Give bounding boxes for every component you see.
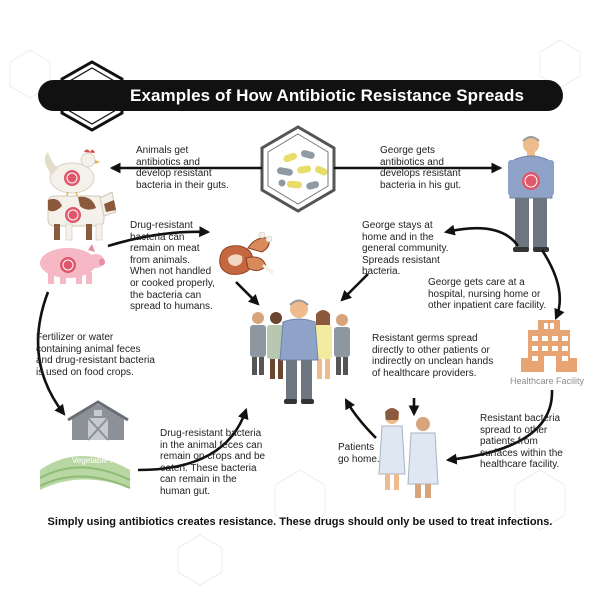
arrow-farm-to-people <box>137 407 249 472</box>
flow-arrows <box>36 162 565 472</box>
pig-icon <box>40 244 105 284</box>
step-fertilizer-water: Fertilizer or water containing animal fe… <box>36 332 155 378</box>
arrow-george-to-home <box>443 224 520 247</box>
arrow-home-to-people <box>340 273 369 302</box>
george-figure <box>508 136 554 252</box>
page-title: Examples of How Antibiotic Resistance Sp… <box>130 86 525 105</box>
step-animals-get-antibiotics: Animals get antibiotics and develop resi… <box>136 145 229 191</box>
footer-message: Simply using antibiotics creates resista… <box>47 516 553 528</box>
arrow-animals-to-farm <box>36 291 66 416</box>
vegetable-farm-label: Vegetable Farm <box>72 456 129 465</box>
pills-hexagon-icon <box>260 125 336 213</box>
people-group <box>250 299 350 404</box>
background-hexagons <box>9 39 581 586</box>
arrow-patients-to-people <box>344 398 377 439</box>
step-crops-bacteria: Drug-resistant bacteria in the animal fe… <box>160 428 266 497</box>
vegetable-farm-icon <box>39 400 131 490</box>
arrow-meat-to-people <box>235 281 260 306</box>
arrow-george-to-facility <box>540 249 565 321</box>
patients-icon <box>378 408 439 498</box>
meat-icon <box>219 231 274 275</box>
arrow-animals-to-meat <box>107 226 211 248</box>
step-george-gets-antibiotics: George gets antibiotics and develops res… <box>380 145 462 191</box>
step-meat-bacteria: Drug-resistant bacteria can remain on me… <box>130 220 215 313</box>
step-george-stays-home: George stays at home and in the general … <box>362 220 449 278</box>
chicken-icon <box>44 149 100 199</box>
step-germs-spread: Resistant germs spread directly to other… <box>372 333 494 379</box>
title-bar <box>38 80 563 111</box>
arrow-facility-to-patients <box>445 389 554 465</box>
healthcare-facility-icon <box>521 320 577 372</box>
step-george-gets-care: George gets care at a hospital, nursing … <box>428 277 547 312</box>
cow-icon <box>47 191 117 241</box>
step-patients-go-home: Patients go home. <box>338 442 380 465</box>
step-surfaces-spread: Resistant bacteria spread to other patie… <box>480 413 563 471</box>
healthcare-facility-label: Healthcare Facility <box>510 376 585 386</box>
